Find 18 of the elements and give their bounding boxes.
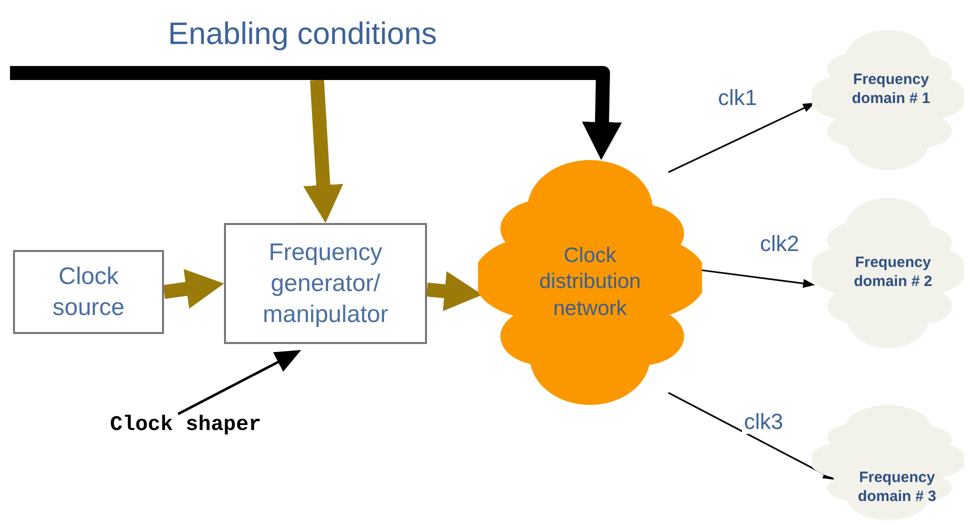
cloud-label: Clock distribution network bbox=[538, 243, 642, 322]
process-box bbox=[13, 250, 164, 334]
thick-arrow bbox=[10, 66, 622, 160]
annotation-text: Clock shaper bbox=[110, 414, 262, 437]
clock-arrow bbox=[702, 269, 816, 288]
thick-arrow bbox=[303, 80, 344, 223]
thick-arrow bbox=[163, 269, 224, 309]
edge-label: clk3 bbox=[742, 410, 786, 434]
box-label: Frequency generator/ manipulator bbox=[262, 238, 390, 330]
cloud-label: Frequency domain # 3 bbox=[856, 468, 938, 506]
clock-arrow bbox=[668, 392, 835, 480]
heading-text: Enabling conditions bbox=[168, 16, 437, 52]
thick-arrow bbox=[426, 271, 482, 312]
box-label: Clock source bbox=[51, 262, 126, 323]
cloud-label: Frequency domain # 2 bbox=[852, 254, 934, 292]
cloud-label: Frequency domain # 1 bbox=[850, 71, 932, 109]
leader-line bbox=[177, 350, 302, 416]
process-box bbox=[224, 223, 427, 344]
